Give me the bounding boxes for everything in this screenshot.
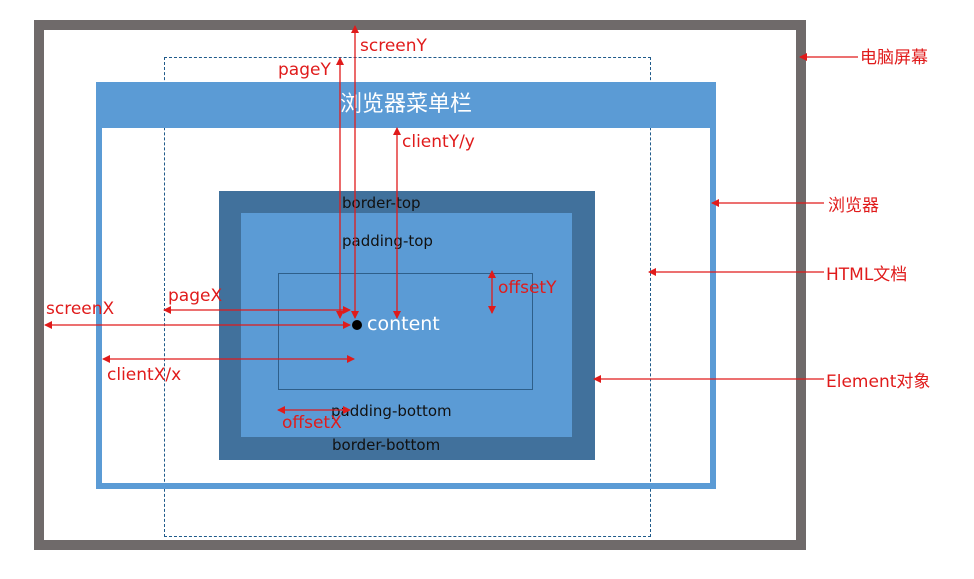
html-doc-label: HTML文档 — [826, 265, 908, 285]
browser-menubar: 浏览器菜单栏 — [96, 82, 716, 128]
screenY-label: screenY — [360, 36, 427, 56]
menubar-label: 浏览器菜单栏 — [339, 92, 472, 117]
clientY-label: clientY/y — [402, 132, 475, 152]
html-document-box — [164, 57, 651, 537]
offsetY-label: offsetY — [498, 278, 557, 298]
content-label: content — [367, 313, 440, 335]
padding-bottom-label: padding-bottom — [331, 402, 452, 420]
screenX-label: screenX — [46, 299, 115, 319]
clientX-label: clientX/x — [107, 365, 182, 385]
screen-label: 电脑屏幕 — [860, 48, 928, 68]
padding-top-label: padding-top — [342, 232, 433, 250]
element-label: Element对象 — [826, 372, 931, 392]
element-content-box — [278, 273, 533, 390]
browser-window — [96, 82, 716, 489]
browser-label: 浏览器 — [828, 196, 879, 216]
pageX-label: pageX — [168, 286, 223, 306]
border-bottom-label: border-bottom — [332, 436, 441, 454]
mouse-point — [352, 320, 362, 330]
pageY-label: pageY — [278, 60, 331, 80]
offsetX-label: offsetX — [282, 413, 342, 433]
